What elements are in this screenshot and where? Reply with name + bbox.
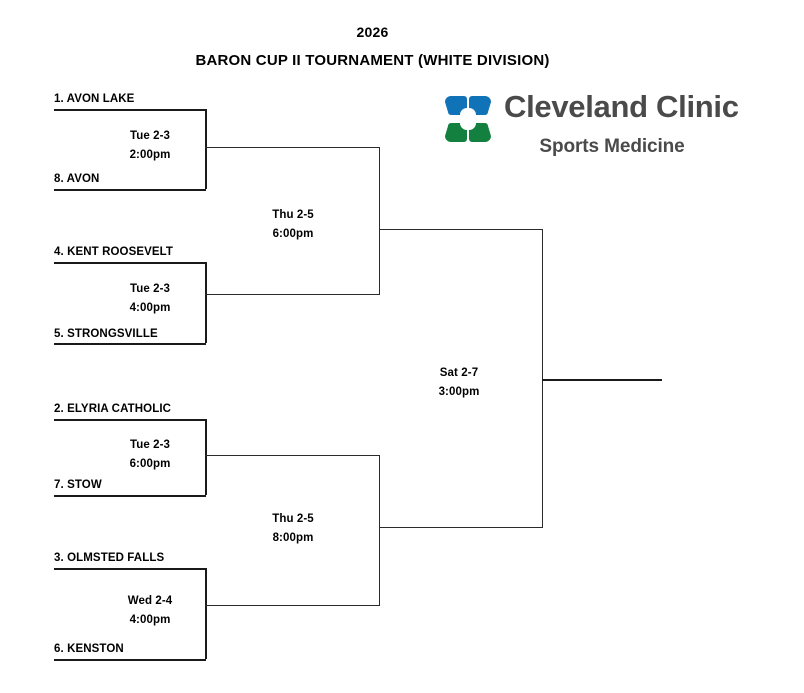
- game-2-schedule: Tue 2-3 4:00pm: [95, 283, 205, 314]
- game-1-time: 2:00pm: [129, 149, 171, 161]
- game-1-date: Tue 2-3: [129, 130, 171, 142]
- game-2-time: 4:00pm: [129, 302, 171, 314]
- seed-label-stow: 7. STOW: [54, 479, 102, 491]
- championship-connector: [542, 229, 543, 528]
- game-6-time: 8:00pm: [272, 532, 314, 544]
- game-2-connector: [205, 262, 207, 343]
- game-5-time: 6:00pm: [272, 228, 314, 240]
- game-4-bottom-line: [54, 659, 206, 661]
- game-1-schedule: Tue 2-3 2:00pm: [95, 130, 205, 161]
- game-7-schedule: Sat 2-7 3:00pm: [404, 367, 514, 398]
- semifinal-2-top-line: [205, 455, 380, 456]
- game-7-time: 3:00pm: [438, 386, 480, 398]
- game-3-connector: [205, 419, 207, 495]
- game-4-connector: [205, 568, 207, 659]
- game-1-top-line: [54, 109, 206, 111]
- seed-label-strongsville: 5. STRONGSVILLE: [54, 328, 158, 340]
- game-4-date: Wed 2-4: [127, 595, 173, 607]
- game-7-date: Sat 2-7: [439, 367, 479, 379]
- game-5-date: Thu 2-5: [272, 209, 314, 221]
- logo-tagline: Sports Medicine: [539, 136, 685, 157]
- cleveland-clinic-mark-icon: [445, 96, 491, 142]
- tournament-title: BARON CUP II TOURNAMENT (WHITE DIVISION): [195, 52, 550, 69]
- game-4-schedule: Wed 2-4 4:00pm: [95, 595, 205, 626]
- game-5-schedule: Thu 2-5 6:00pm: [238, 209, 348, 240]
- seed-label-avon: 8. AVON: [54, 173, 100, 185]
- game-2-top-line: [54, 262, 206, 264]
- game-4-top-line: [54, 568, 206, 570]
- seed-label-avon-lake: 1. AVON LAKE: [54, 93, 135, 105]
- game-2-bottom-line: [54, 343, 206, 345]
- championship-top-line: [379, 229, 543, 230]
- game-3-time: 6:00pm: [129, 458, 171, 470]
- semifinal-1-top-line: [205, 147, 380, 148]
- game-6-schedule: Thu 2-5 8:00pm: [238, 513, 348, 544]
- game-1-bottom-line: [54, 189, 206, 191]
- seed-label-kenston: 6. KENSTON: [54, 643, 124, 655]
- semifinal-1-bottom-line: [205, 294, 380, 295]
- game-3-date: Tue 2-3: [129, 439, 171, 451]
- semifinal-1-connector: [379, 147, 380, 295]
- semifinal-2-connector: [379, 455, 380, 606]
- logo-wordmark: Cleveland Clinic: [504, 89, 739, 124]
- tournament-year: 2026: [356, 24, 389, 40]
- game-6-date: Thu 2-5: [272, 513, 314, 525]
- seed-label-elyria-catholic: 2. ELYRIA CATHOLIC: [54, 403, 172, 415]
- semifinal-2-bottom-line: [205, 605, 380, 606]
- game-3-top-line: [54, 419, 206, 421]
- game-3-bottom-line: [54, 495, 206, 497]
- game-3-schedule: Tue 2-3 6:00pm: [95, 439, 205, 470]
- championship-bottom-line: [379, 527, 543, 528]
- game-4-time: 4:00pm: [129, 614, 171, 626]
- seed-label-olmsted-falls: 3. OLMSTED FALLS: [54, 552, 165, 564]
- seed-label-kent-roosevelt: 4. KENT ROOSEVELT: [54, 246, 174, 258]
- game-1-connector: [205, 109, 207, 189]
- champion-line: [542, 379, 662, 381]
- game-2-date: Tue 2-3: [129, 283, 171, 295]
